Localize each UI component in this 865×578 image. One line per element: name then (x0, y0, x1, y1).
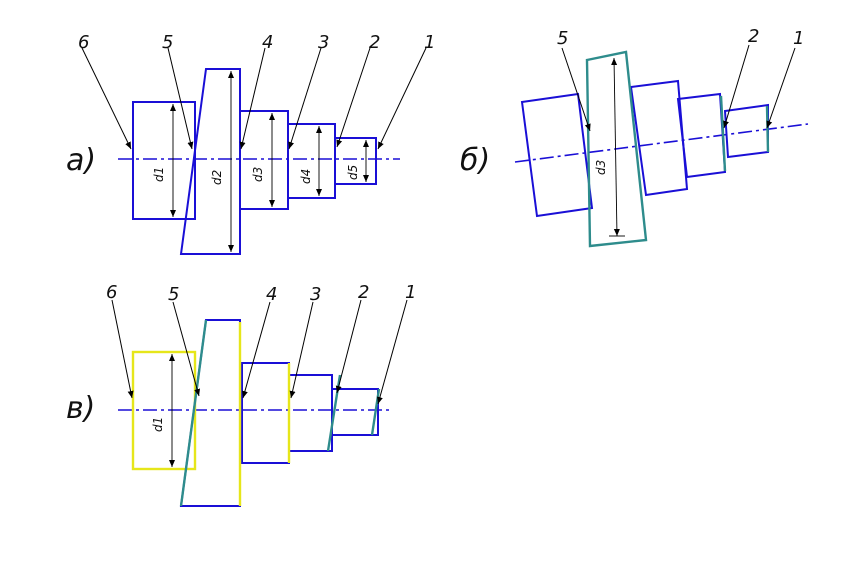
panel-b-leader-2 (723, 44, 750, 129)
panel-a-step-d3 (239, 110, 289, 210)
panel-a-dim-d4: d4 (299, 169, 313, 184)
panel-a-dim-d5: d5 (346, 165, 360, 180)
panel-b-leader-1 (766, 47, 796, 129)
panel-c-leader-1 (376, 299, 408, 405)
panel-b-axis (514, 123, 809, 163)
panel-b-highlight-d3 (585, 50, 648, 248)
panel-a-step-d2 (179, 68, 241, 255)
panel-a-leader-3 (288, 47, 322, 150)
panel-a-leader-6 (81, 47, 132, 150)
panel-a-number-2: 2 (369, 32, 380, 53)
panel-c-number-3: 3 (310, 284, 321, 305)
panel-b-highlight-face-2 (719, 95, 727, 172)
panel-c-leader-5 (172, 301, 201, 397)
panel-a-number-3: 3 (318, 32, 329, 53)
panel-b-number-5: 5 (557, 28, 568, 49)
panel-a-dim-d2: d2 (210, 170, 224, 185)
panel-b-dim-d3-line (611, 57, 620, 237)
panel-c-step-d4 (288, 374, 333, 452)
panel-b-highlight-face-1 (765, 105, 770, 153)
panel-c-number-4: 4 (266, 284, 277, 305)
panel-b-step-5 (723, 103, 769, 159)
panel-c-step-d5 (331, 388, 379, 436)
panel-b-leader-5 (561, 47, 591, 132)
panel-c-label: в) (66, 391, 95, 426)
panel-c-number-5: 5 (168, 284, 179, 305)
panel-c: в) d1 6 5 4 3 2 1 (66, 282, 416, 507)
panel-b-step-d1 (520, 92, 594, 218)
panel-c-leader-2 (335, 299, 362, 394)
panel-b-step-4 (676, 92, 727, 179)
panel-b-number-1: 1 (793, 28, 804, 49)
panel-a-leader-5 (167, 47, 194, 150)
panel-c-number-2: 2 (358, 282, 369, 303)
panel-a-number-4: 4 (262, 32, 273, 53)
panel-a-leader-1 (377, 47, 427, 150)
panel-a-step-d1 (132, 101, 196, 220)
panel-c-leader-4 (242, 301, 271, 399)
panel-a-dim-d3: d3 (251, 167, 265, 182)
panel-c-number-1: 1 (405, 282, 416, 303)
panel-c-leader-6 (111, 299, 134, 399)
panel-b-label: б) (460, 143, 490, 178)
panel-b: б) d3 5 2 1 (460, 26, 809, 248)
panel-a-step-d5 (334, 137, 377, 185)
panel-c-step-d2 (179, 319, 241, 507)
panel-c-highlight-taper (179, 319, 208, 507)
panel-a-leader-4 (239, 47, 266, 150)
panel-a-step-d4 (287, 123, 336, 199)
panel-a-number-6: 6 (78, 32, 89, 53)
panel-c-number-6: 6 (106, 282, 117, 303)
panel-a-number-1: 1 (424, 32, 435, 53)
panel-a: а) d1 d2 d3 d4 d5 6 5 4 3 2 1 (66, 32, 435, 255)
panel-c-dim-d1: d1 (151, 417, 165, 432)
panel-a-label: а) (66, 143, 96, 178)
panel-a-dim-d1: d1 (152, 167, 166, 182)
panel-b-dim-d3: d3 (594, 160, 608, 175)
panel-b-number-2: 2 (748, 26, 759, 47)
panel-b-step-3 (629, 79, 689, 197)
panel-a-leader-2 (336, 47, 371, 148)
panel-a-number-5: 5 (162, 32, 173, 53)
panel-c-leader-3 (289, 301, 314, 399)
